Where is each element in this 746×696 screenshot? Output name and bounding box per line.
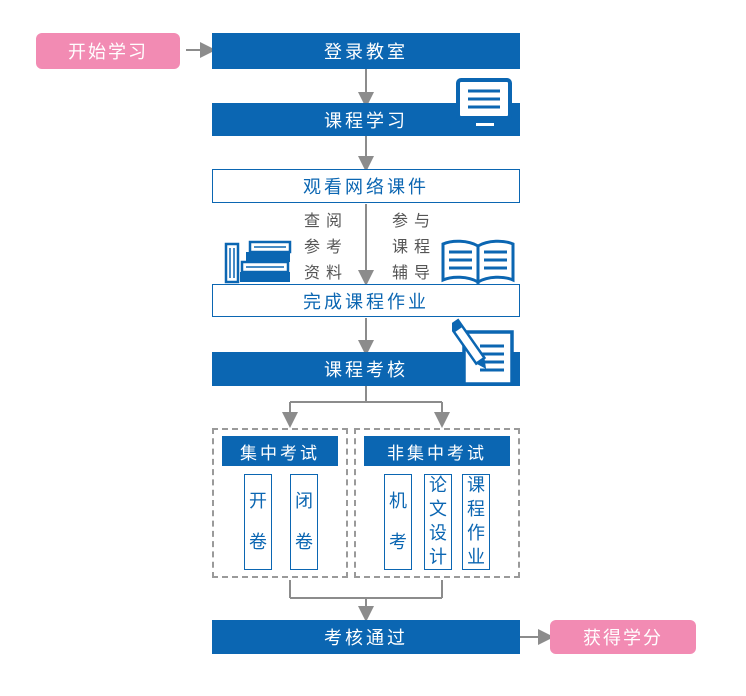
exam-option-closed-book: 闭 卷 [290,474,318,570]
note-left-line: 参考 [304,237,349,256]
exam-option-char: 卷 [249,531,267,553]
exam-option-open-book: 开 卷 [244,474,272,570]
exam-option-char: 业 [467,547,485,568]
exam-option-computer: 机 考 [384,474,412,570]
exam-option-char: 考 [389,531,407,553]
note-right-line: 辅导 [392,263,437,282]
exam-option-thesis: 论 文 设 计 [424,474,452,570]
exam-option-char: 程 [467,499,485,520]
books-stack-icon [224,240,292,284]
exam-option-char: 计 [429,547,447,568]
exam-option-char: 设 [429,523,447,544]
note-left-line: 查阅 [304,211,349,230]
step-pass: 考核通过 [212,620,520,654]
step-watch: 观看网络课件 [212,169,520,203]
central-exam-group [212,428,348,578]
exam-option-char: 开 [249,490,267,512]
note-right: 参与 课程 辅导 [392,208,436,286]
note-right-line: 课程 [392,237,437,256]
exam-option-char: 卷 [295,531,313,553]
central-exam-title: 集中考试 [222,436,338,466]
noncentral-exam-group [354,428,520,578]
exam-option-char: 论 [429,475,447,496]
exam-option-char: 课 [467,475,485,496]
note-right-line: 参与 [392,211,437,230]
exam-option-char: 机 [389,490,407,512]
exam-option-homework: 课 程 作 业 [462,474,490,570]
noncentral-exam-title: 非集中考试 [364,436,510,466]
laptop-icon [450,78,520,130]
open-book-icon [441,239,515,284]
result-pill: 获得学分 [550,620,696,654]
exam-option-char: 文 [429,499,447,520]
note-left: 查阅 参考 资料 [304,208,348,286]
pen-paper-icon [452,318,514,386]
step-homework: 完成课程作业 [212,284,520,317]
start-pill: 开始学习 [36,33,180,69]
exam-option-char: 闭 [295,490,313,512]
exam-option-char: 作 [467,523,485,544]
step-login: 登录教室 [212,33,520,69]
note-left-line: 资料 [304,263,349,282]
